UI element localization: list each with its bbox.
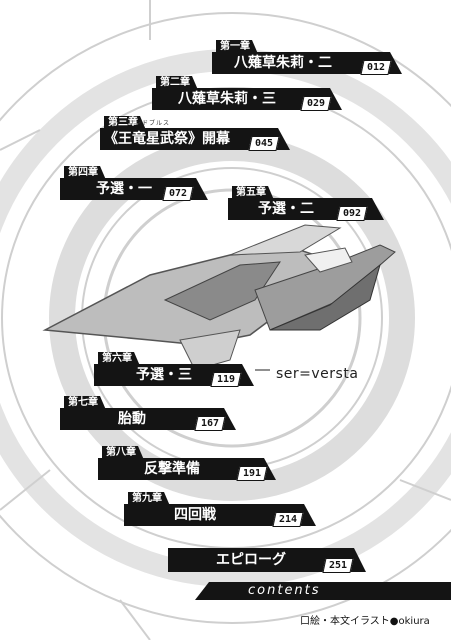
chapter-3[interactable]: 第三章 リンドブルス 《王竜星武祭》開幕 045 [100,116,290,151]
series-title: ser=versta [276,366,359,382]
contents-bar [195,582,451,600]
chapter-5[interactable]: 第五章 予選・二 092 [228,186,384,221]
chapter-page: 045 [248,136,280,151]
chapter-title: 四回戦 [174,507,216,523]
chapter-9[interactable]: 第九章 四回戦 214 [124,492,316,527]
chapter-6[interactable]: 第六章 予選・三 119 [94,352,254,387]
chapter-title: エピローグ [216,552,286,568]
ship-illustration [42,224,396,371]
chapter-label: 第二章 [156,76,198,90]
chapter-label: 第七章 [64,396,106,410]
epilogue[interactable]: エピローグ 251 [168,538,366,573]
chapter-label: 第六章 [98,352,140,366]
chapter-label: 第五章 [232,186,274,200]
chapter-page: 092 [336,206,368,221]
chapter-8[interactable]: 第八章 反撃準備 191 [98,446,276,481]
contents-label: contents [248,583,321,598]
chapter-title: 胎動 [118,411,146,427]
chapter-title: 八薙草朱莉・三 [178,91,276,107]
chapter-page: 029 [300,96,332,111]
chapter-label: 第四章 [64,166,106,180]
chapter-7[interactable]: 第七章 胎動 167 [60,396,236,431]
chapter-page: 251 [322,558,354,573]
chapter-page: 119 [210,372,242,387]
chapter-1[interactable]: 第一章 八薙草朱莉・二 012 [212,40,402,75]
chapter-page: 191 [236,466,268,481]
chapter-page: 214 [272,512,304,527]
chapter-label: 第八章 [102,446,144,460]
illustration-credit: 口絵・本文イラスト●okiura [300,616,430,627]
chapter-4[interactable]: 第四章 予選・一 072 [60,166,208,201]
chapter-title: 《王竜星武祭》開幕 [104,131,230,147]
chapter-title: 予選・一 [96,181,152,197]
chapter-title: 八薙草朱莉・二 [234,55,332,71]
chapter-title: 予選・二 [258,201,314,217]
chapter-title: 予選・三 [136,367,192,383]
chapter-label: 第三章 [104,116,146,130]
chapter-ruby: リンドブルス [128,120,171,127]
chapter-label: 第九章 [128,492,170,506]
chapter-title: 反撃準備 [144,461,200,477]
chapter-label: 第一章 [216,40,258,54]
chapter-page: 072 [162,186,194,201]
chapter-2[interactable]: 第二章 八薙草朱莉・三 029 [152,76,342,111]
chapter-page: 167 [194,416,226,431]
chapter-page: 012 [360,60,392,75]
